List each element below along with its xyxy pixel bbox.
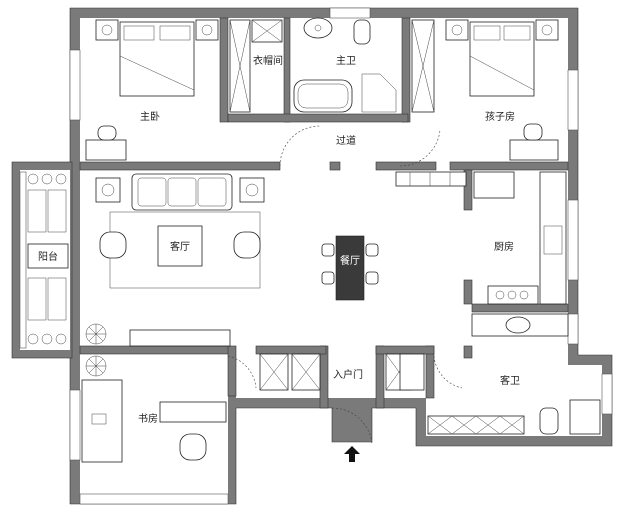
kitchen: 厨房 — [395, 171, 567, 305]
room-label-master-bath: 主卫 — [336, 55, 356, 67]
plant-icon — [27, 173, 67, 345]
interior-walls — [79, 17, 569, 409]
room-label-guest-bath: 客卫 — [500, 374, 520, 387]
windows — [69, 7, 613, 505]
study: 书房 — [81, 355, 227, 463]
walk-in-closet: 衣帽间 — [229, 19, 283, 113]
balcony: 阳台 — [11, 161, 73, 359]
room-label-entrance: 入户门 — [333, 368, 363, 381]
room-label-living-room: 客厅 — [170, 240, 190, 253]
kids-closet — [411, 19, 435, 113]
room-label-walk-in-closet: 衣帽间 — [253, 54, 283, 67]
room-label-study: 书房 — [138, 412, 158, 425]
entrance-closets: 入户门 — [227, 353, 463, 445]
room-label-kitchen: 厨房 — [494, 240, 514, 253]
room-label-kids-room: 孩子房 — [485, 110, 515, 123]
kids-room: 孩子房 — [445, 19, 559, 161]
arrow-up-icon — [344, 446, 360, 462]
room-label-corridor: 过道 — [336, 134, 356, 147]
room-label-dining-room: 餐厅 — [340, 254, 360, 267]
living-room: 客厅 — [85, 173, 265, 347]
room-label-balcony: 阳台 — [38, 250, 58, 263]
guest-bath: 客卫 — [427, 313, 601, 435]
master-bedroom: 主卧 — [85, 19, 219, 161]
dining-room: 餐厅 — [321, 235, 379, 301]
corridor-doors: 过道 — [279, 125, 441, 167]
master-bath: 主卫 — [293, 17, 397, 113]
room-label-master-bedroom: 主卧 — [140, 110, 160, 123]
